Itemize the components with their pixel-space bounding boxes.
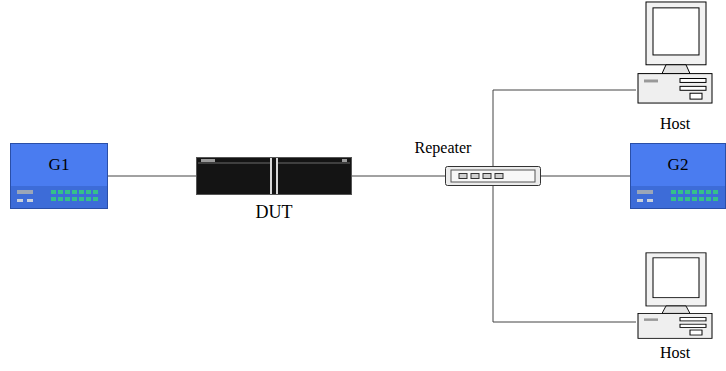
network-cable — [493, 186, 636, 322]
switch-led — [17, 190, 33, 194]
switch-port — [93, 197, 98, 201]
switch-led — [647, 199, 653, 202]
repeater-icon — [445, 166, 541, 186]
repeater-port — [495, 174, 503, 179]
switch-ports — [631, 144, 725, 208]
switch-port — [685, 190, 690, 194]
switch-panel — [11, 186, 107, 208]
switch-port — [65, 197, 70, 201]
device-name: G1 — [11, 156, 107, 175]
switch-port — [671, 197, 676, 201]
host-node: Host — [636, 252, 714, 340]
switch-port — [58, 197, 63, 201]
computer-icon — [636, 1, 714, 105]
switch-box: G1 — [10, 143, 108, 209]
switch-port — [692, 190, 697, 194]
switch-port — [678, 197, 683, 201]
switch-port — [699, 190, 704, 194]
device-divider — [270, 158, 278, 194]
switch-led — [637, 190, 653, 194]
switch-port — [86, 197, 91, 201]
switch-port — [51, 197, 56, 201]
switch-label-holder: G1 — [11, 156, 107, 175]
network-cable — [108, 176, 196, 177]
label-holder: DUT — [256, 203, 293, 223]
drive-slot — [680, 86, 706, 90]
monitor-stand — [662, 65, 690, 74]
switch-port — [93, 190, 98, 194]
switch-port — [86, 190, 91, 194]
repeater-port — [459, 174, 467, 179]
drive-slot — [680, 318, 706, 321]
switch-panel — [631, 186, 725, 208]
case-badge — [644, 318, 658, 320]
drive-bay — [690, 93, 702, 99]
switch-port — [671, 190, 676, 194]
device-led — [342, 159, 347, 162]
drive-slot — [680, 324, 706, 327]
device-icon — [196, 157, 352, 195]
host-node: Host — [636, 1, 714, 105]
computer-case — [638, 313, 712, 338]
case-badge — [644, 79, 658, 82]
switch-led — [637, 199, 643, 202]
repeater-face — [451, 170, 535, 182]
monitor-screen — [653, 8, 699, 55]
switch-port — [79, 190, 84, 194]
switch-ports — [11, 144, 107, 208]
repeater-port — [471, 174, 479, 179]
switch-port — [58, 190, 63, 194]
switch-port — [706, 190, 711, 194]
repeater-node: Repeater — [445, 166, 541, 186]
switch-led — [27, 199, 33, 202]
network-cable — [493, 90, 636, 166]
network-cable — [352, 176, 445, 177]
switch-port — [678, 190, 683, 194]
device-divider — [272, 158, 276, 194]
computer-case — [638, 74, 712, 103]
label-holder: Repeater — [415, 139, 472, 157]
label-holder: Host — [660, 115, 690, 133]
switch-port — [51, 190, 56, 194]
monitor-frame — [646, 2, 706, 65]
switch-box: G2 — [630, 143, 726, 209]
computer-icon — [636, 252, 714, 340]
monitor-screen — [653, 258, 699, 298]
network-cable — [541, 176, 630, 177]
switch-port — [72, 190, 77, 194]
switch-port — [713, 190, 718, 194]
drive-slot — [680, 79, 706, 83]
device-label: Repeater — [415, 139, 472, 157]
label-holder: Host — [660, 344, 690, 362]
switch-led — [17, 199, 23, 202]
switch-port — [706, 197, 711, 201]
switch-port — [65, 190, 70, 194]
repeater-port — [483, 174, 491, 179]
switch-port — [72, 197, 77, 201]
device-label: DUT — [256, 203, 293, 223]
switch-port — [713, 197, 718, 201]
switch-port — [699, 197, 704, 201]
device-label: Host — [660, 344, 690, 362]
monitor-stand — [662, 306, 690, 313]
device-label: Host — [660, 115, 690, 133]
switch-port — [79, 197, 84, 201]
drive-bay — [690, 330, 702, 335]
device-body — [197, 158, 352, 195]
dut-node: DUT — [196, 157, 352, 195]
device-name: G2 — [631, 156, 725, 175]
switch-label-holder: G2 — [631, 156, 725, 175]
device-led — [201, 159, 215, 162]
switch-port — [692, 197, 697, 201]
repeater-body — [446, 167, 541, 186]
monitor-frame — [646, 253, 706, 306]
switch-port — [685, 197, 690, 201]
